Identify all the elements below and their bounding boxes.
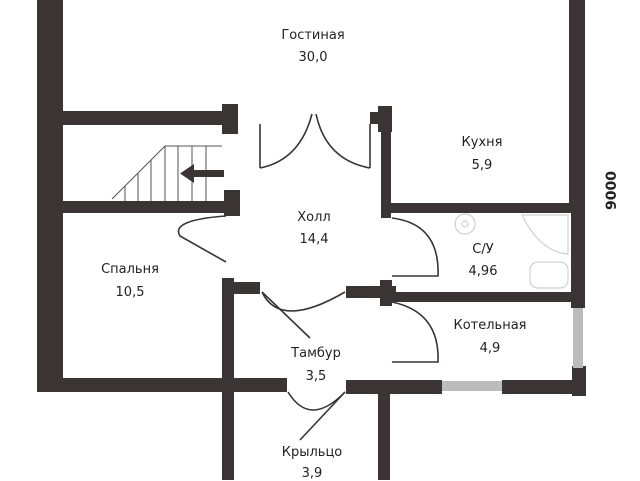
room-living-name: Гостиная xyxy=(281,28,345,43)
wall-bedroom-right xyxy=(222,278,234,396)
door-living-right xyxy=(315,113,371,169)
room-bedroom-name: Спальня xyxy=(101,262,159,277)
door-swings xyxy=(177,113,439,441)
door-boiler xyxy=(391,301,439,363)
wall-stair-post xyxy=(224,190,240,216)
room-kitchen-name: Кухня xyxy=(461,135,503,150)
dimension-label: 9000 xyxy=(604,171,620,210)
door-hall-bottom xyxy=(261,291,346,312)
room-vestibule-name: Тамбур xyxy=(291,346,341,361)
wall-bedroom-top-right xyxy=(222,282,260,294)
sink-icon xyxy=(454,213,476,235)
windows xyxy=(442,308,583,391)
wall-right-outer xyxy=(569,0,585,212)
room-kitchen-area: 5,9 xyxy=(471,158,493,173)
wall-bottom-main xyxy=(37,378,287,392)
wall-stair-bottom xyxy=(63,201,233,213)
toilet-icon xyxy=(529,261,569,289)
window-boiler-bottom xyxy=(442,381,502,391)
wall-wc-right xyxy=(571,208,585,308)
walls xyxy=(37,0,586,480)
wall-porch-left xyxy=(222,392,234,480)
wall-living-bottom-left xyxy=(63,111,233,125)
bathroom-fixtures xyxy=(454,213,569,289)
room-porch-area: 3,9 xyxy=(301,466,323,481)
room-porch-name: Крыльцо xyxy=(281,445,343,460)
door-wc xyxy=(391,217,439,277)
shower-icon xyxy=(521,214,569,255)
wall-vestibule-bottom-right xyxy=(346,380,442,394)
room-boiler-name: Котельная xyxy=(453,318,527,333)
room-bedroom-area: 10,5 xyxy=(115,285,145,300)
stairs-arrow xyxy=(180,164,224,183)
wall-wc-bottom xyxy=(386,292,584,302)
door-stair xyxy=(177,215,227,263)
room-wc-area: 4,96 xyxy=(468,264,498,279)
wall-living-post-left xyxy=(222,104,238,134)
room-hall-name: Холл xyxy=(297,210,331,225)
room-vestibule-area: 3,5 xyxy=(305,369,327,384)
room-living-area: 30,0 xyxy=(298,50,328,65)
wall-kitchen-bottom xyxy=(386,203,572,213)
window-boiler-right xyxy=(573,308,583,368)
room-hall-area: 14,4 xyxy=(299,232,329,247)
wall-left-outer xyxy=(37,0,63,392)
room-boiler-area: 4,9 xyxy=(479,341,501,356)
door-living-left xyxy=(259,113,313,169)
wall-kitchen-left xyxy=(381,118,391,218)
room-wc-name: С/У xyxy=(472,242,494,257)
wall-vestibule-right xyxy=(378,390,390,480)
wall-boiler-bottom-right xyxy=(502,380,586,394)
